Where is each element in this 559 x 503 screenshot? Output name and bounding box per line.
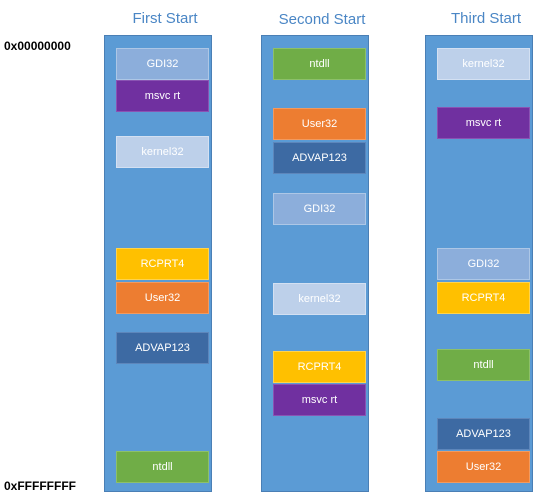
module-block-kernel32: kernel32 (273, 283, 366, 315)
module-block-rcprt4: RCPRT4 (273, 351, 366, 383)
module-block-ntdll: ntdll (437, 349, 530, 381)
module-block-rcprt4: RCPRT4 (437, 282, 530, 314)
module-block-msvcrt: msvc rt (116, 80, 209, 112)
module-block-gdi32: GDI32 (116, 48, 209, 80)
column-title-second-start: Second Start (278, 11, 366, 28)
module-block-advap123: ADVAP123 (273, 142, 366, 174)
module-block-msvcrt: msvc rt (273, 384, 366, 416)
module-block-user32: User32 (437, 451, 530, 483)
column-title-first-start: First Start (132, 10, 198, 27)
module-block-gdi32: GDI32 (273, 193, 366, 225)
memory-column-second-start: ntdll User32 ADVAP123 GDI32 kernel32 RCP… (261, 35, 369, 492)
module-block-advap123: ADVAP123 (437, 418, 530, 450)
memory-column-first-start: GDI32 msvc rt kernel32 RCPRT4 User32 ADV… (104, 35, 212, 492)
memory-column-third-start: kernel32 msvc rt GDI32 RCPRT4 ntdll ADVA… (425, 35, 533, 492)
column-title-third-start: Third Start (450, 10, 522, 27)
address-top-label: 0x00000000 (4, 39, 71, 53)
module-block-user32: User32 (116, 282, 209, 314)
module-block-advap123: ADVAP123 (116, 332, 209, 364)
module-block-gdi32: GDI32 (437, 248, 530, 280)
module-block-user32: User32 (273, 108, 366, 140)
module-block-kernel32: kernel32 (116, 136, 209, 168)
module-block-kernel32: kernel32 (437, 48, 530, 80)
address-bottom-label: 0xFFFFFFFF (4, 479, 76, 493)
module-block-rcprt4: RCPRT4 (116, 248, 209, 280)
module-block-ntdll: ntdll (116, 451, 209, 483)
module-block-msvcrt: msvc rt (437, 107, 530, 139)
module-block-ntdll: ntdll (273, 48, 366, 80)
